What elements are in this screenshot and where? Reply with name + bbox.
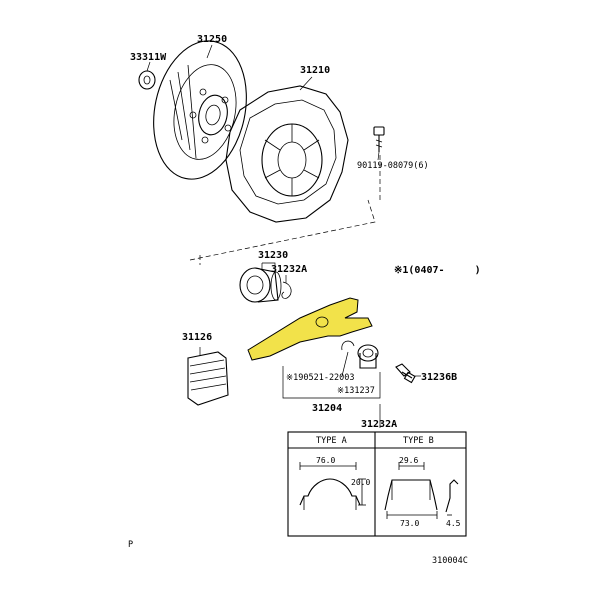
clip-type-a: [299, 462, 366, 510]
diagram-code: 310004C: [432, 556, 468, 566]
leader-lines: [146, 44, 421, 428]
label-90119: 90119-08079(6): [357, 161, 429, 171]
assembly-dashed-outline: [189, 199, 376, 261]
dim-76: 76.0: [316, 456, 335, 465]
label-131237: ※131237: [337, 386, 375, 396]
label-31126: 31126: [182, 332, 212, 343]
label-33311w: 33311W: [130, 52, 167, 63]
pivot-131237[interactable]: [341, 340, 379, 369]
release-bearing[interactable]: [239, 267, 282, 303]
label-type-b: TYPE B: [403, 436, 434, 446]
bolt-31236b[interactable]: [395, 363, 416, 384]
label-31232a-detail: 31232A: [361, 419, 397, 430]
label-31232a: 31232A: [271, 264, 307, 275]
dim-20: 20.0: [351, 478, 370, 487]
label-31230: 31230: [258, 250, 288, 261]
detail-box-31232a: TYPE A TYPE B 76.0 20.0 29: [287, 431, 467, 537]
dim-4-5: 4.5: [446, 519, 461, 528]
nut-33311w[interactable]: [138, 70, 156, 90]
clip-type-b: [384, 462, 459, 519]
label-type-a: TYPE A: [316, 436, 347, 446]
fork-boot[interactable]: [187, 351, 229, 406]
dim-29-6: 29.6: [399, 456, 418, 465]
bolt-90119[interactable]: [373, 126, 385, 152]
label-31250: 31250: [197, 34, 227, 45]
label-31204: 31204: [312, 403, 342, 414]
clutch-cover[interactable]: [225, 85, 349, 223]
clip-31232a[interactable]: [281, 281, 292, 299]
label-31210: 31210: [300, 65, 330, 76]
label-31236b: 31236B: [421, 372, 457, 383]
footer-p: P: [128, 540, 133, 550]
release-fork[interactable]: [247, 297, 373, 361]
clutch-disc[interactable]: [141, 32, 258, 188]
label-note-0407: ※1(0407- ): [394, 265, 481, 276]
label-90521: ※190521-22003: [286, 373, 355, 383]
dim-73: 73.0: [400, 519, 419, 528]
